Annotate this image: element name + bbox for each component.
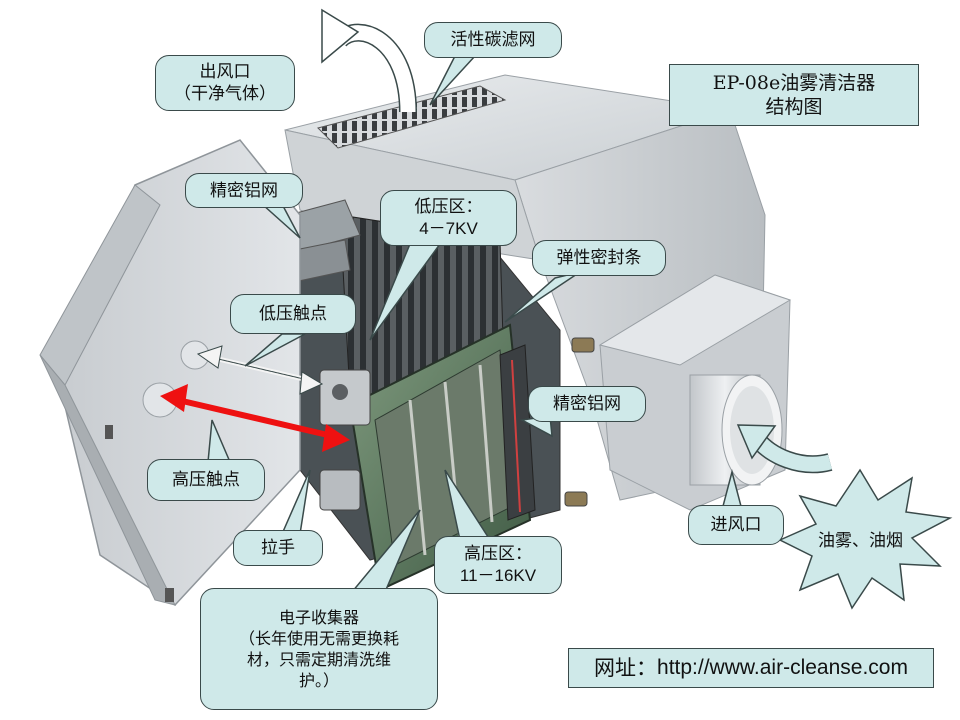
collector-line-2: （长年使用无需更换耗 bbox=[238, 629, 399, 648]
top-vent-grille bbox=[317, 85, 507, 149]
website-prefix: 网址： bbox=[594, 656, 658, 680]
collector-line-3: 材，只需定期清洗维 bbox=[246, 650, 391, 669]
low-voltage-zone-line-2: 4－7KV bbox=[419, 219, 478, 238]
collector-line-4: 护。） bbox=[298, 671, 339, 690]
low-voltage-contact-label: 低压触点 bbox=[230, 294, 356, 334]
title-line-1: EP-08e油雾清洁器 bbox=[712, 72, 876, 94]
callout-pointers bbox=[207, 55, 743, 593]
high-voltage-zone-label: 高压区： 11－16KV bbox=[434, 536, 562, 594]
burst-star-icon bbox=[778, 468, 953, 610]
seal-strip-label: 弹性密封条 bbox=[532, 240, 666, 276]
website-url[interactable]: http://www.air-cleanse.com bbox=[657, 656, 908, 679]
outlet-label: 出风口 （干净气体） bbox=[155, 55, 295, 111]
electronic-collector bbox=[269, 199, 561, 592]
seal-strip-text: 弹性密封条 bbox=[556, 248, 642, 268]
outlet-line-1: 出风口 bbox=[199, 62, 251, 82]
high-voltage-zone-line-2: 11－16KV bbox=[459, 566, 537, 585]
carbon-filter-label: 活性碳滤网 bbox=[424, 22, 562, 58]
curved-arrow-icon bbox=[736, 424, 833, 474]
collector-line-1: 电子收集器 bbox=[278, 608, 359, 627]
mesh-top-text: 精密铝网 bbox=[210, 180, 278, 201]
outlet-line-2: （干净气体） bbox=[174, 84, 276, 104]
electronic-collector-label: 电子收集器 （长年使用无需更换耗 材，只需定期清洗维 护。） bbox=[200, 588, 438, 710]
aluminum-mesh-top-label: 精密铝网 bbox=[185, 173, 303, 208]
carbon-filter-text: 活性碳滤网 bbox=[450, 30, 536, 50]
low-voltage-zone-label: 低压区： 4－7KV bbox=[380, 190, 517, 246]
double-arrow-icon bbox=[160, 384, 350, 452]
title-line-2: 结构图 bbox=[765, 96, 823, 118]
high-voltage-contact-text: 高压触点 bbox=[172, 470, 240, 490]
mesh-right-text: 精密铝网 bbox=[553, 394, 621, 414]
high-voltage-contact-label: 高压触点 bbox=[147, 459, 265, 501]
low-voltage-zone-line-1: 低压区： bbox=[414, 197, 483, 216]
handle-label: 拉手 bbox=[233, 530, 323, 566]
handle-text: 拉手 bbox=[261, 538, 295, 558]
diagram-title: EP-08e油雾清洁器 结构图 bbox=[669, 64, 919, 126]
inlet-label: 进风口 bbox=[688, 505, 784, 545]
double-arrow-icon bbox=[196, 345, 324, 395]
aluminum-mesh-right-label: 精密铝网 bbox=[528, 386, 646, 422]
oil-mist-label: 油雾、油烟 bbox=[818, 531, 903, 551]
high-voltage-zone-line-1: 高压区： bbox=[464, 544, 532, 563]
inlet-text: 进风口 bbox=[710, 515, 762, 535]
low-voltage-contact-text: 低压触点 bbox=[259, 304, 327, 324]
website-box: 网址： http://www.air-cleanse.com bbox=[568, 648, 934, 688]
curved-arrow-icon bbox=[321, 8, 417, 113]
